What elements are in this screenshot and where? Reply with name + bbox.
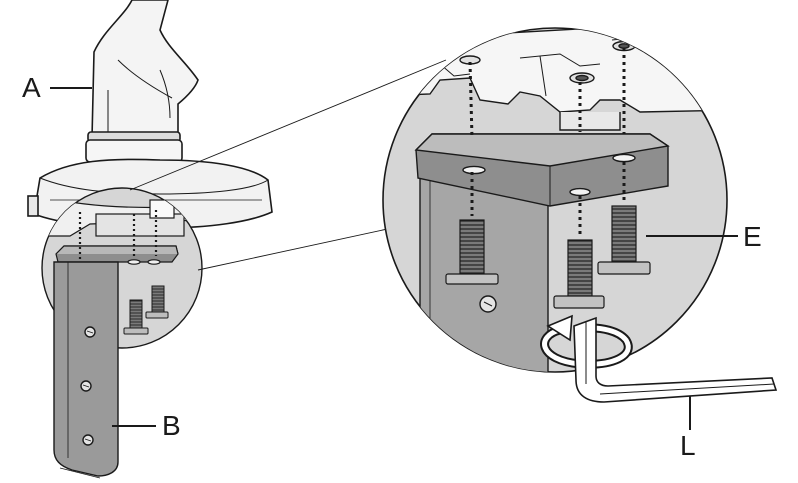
large-detail-circle: [382, 27, 728, 373]
arm-column: [91, 0, 199, 139]
leader-lines: [50, 87, 738, 430]
screws-e: [445, 205, 651, 309]
callout-l: L: [680, 430, 696, 461]
hex-key: [573, 316, 778, 403]
large-guide-lines: [468, 48, 626, 238]
callout-a: A: [22, 72, 41, 103]
small-guide-lines: [78, 210, 158, 262]
zoom-connector-lines: [129, 59, 447, 271]
callout-b: B: [162, 410, 181, 441]
callout-e: E: [743, 221, 762, 252]
bracket-plate: [53, 261, 119, 479]
rotation-arrow-icon: [540, 314, 633, 369]
